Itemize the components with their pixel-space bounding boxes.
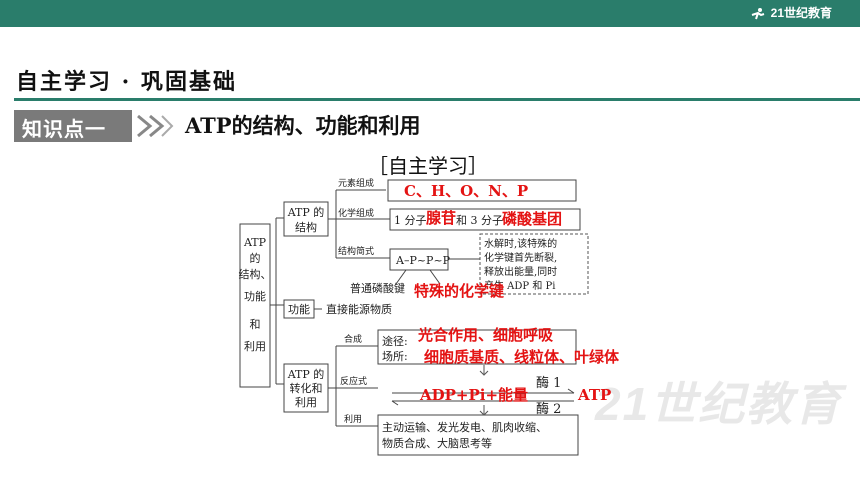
- section-divider: [14, 98, 860, 101]
- conversion-box-line-2: 转化和: [290, 381, 323, 395]
- answer-special-bond: 特殊的化学键: [414, 282, 504, 300]
- chem-part-2: 和 3 分子: [456, 214, 503, 227]
- function-box-label: 功能: [288, 302, 310, 316]
- structure-box-line-1: ATP 的: [287, 205, 325, 219]
- branch-formula: 结构简式: [338, 245, 374, 257]
- use-line-1: 主动运输、发光发电、肌肉收缩、: [382, 420, 547, 434]
- branch-reaction: 反应式: [340, 375, 367, 387]
- note-line-2: 化学键首先断裂,: [484, 251, 557, 264]
- answer-product: ATP: [577, 386, 611, 404]
- knowledge-point-title: ATP的结构、功能和利用: [185, 113, 421, 138]
- route-label: 途径:: [382, 334, 408, 348]
- ordinary-bond-label: 普通磷酸键: [350, 281, 405, 295]
- answer-route: 光合作用、细胞呼吸: [417, 326, 554, 344]
- answer-phosphate: 磷酸基团: [502, 210, 562, 228]
- enzyme-1-label: 酶 1: [536, 375, 561, 391]
- self-study-subtitle: ［自主学习］: [368, 154, 488, 178]
- answer-reactants: ADP+Pi+能量: [419, 386, 528, 404]
- knowledge-point-label: 知识点一: [22, 117, 106, 141]
- conversion-box-line-1: ATP 的: [287, 367, 325, 381]
- use-line-2: 物质合成、大脑思考等: [382, 436, 492, 450]
- site-label: 场所:: [382, 349, 408, 363]
- root-line-2: 的: [250, 251, 261, 265]
- note-line-4: 产生 ADP 和 Pi: [484, 279, 555, 292]
- function-text: 直接能源物质: [326, 302, 392, 316]
- root-line-5: 和: [250, 318, 261, 331]
- note-line-1: 水解时,该特殊的: [484, 237, 557, 250]
- answer-adenosine: 腺苷: [426, 209, 456, 227]
- root-line-4: 功能: [244, 289, 266, 303]
- site-logo: 21世纪教育: [749, 3, 832, 23]
- conversion-box-line-3: 利用: [295, 396, 317, 409]
- chem-part-1: 1 分子: [394, 214, 427, 227]
- enzyme-2-label: 酶 2: [536, 401, 561, 417]
- branch-chemical: 化学组成: [338, 207, 374, 219]
- knowledge-point-banner: [14, 110, 132, 142]
- structural-formula: A–P~P~P: [395, 254, 451, 267]
- root-line-1: ATP: [243, 236, 267, 249]
- answer-site: 细胞质基质、线粒体、叶绿体: [424, 348, 620, 366]
- branch-synthesis: 合成: [344, 333, 362, 345]
- note-line-3: 释放出能量,同时: [484, 265, 557, 278]
- answer-elements: C、H、O、N、P: [404, 182, 528, 200]
- structure-box-line-2: 结构: [295, 220, 317, 234]
- section-title: 自主学习 · 巩固基础: [16, 69, 237, 95]
- top-bar: [0, 0, 860, 27]
- root-line-6: 利用: [244, 340, 266, 353]
- branch-use: 利用: [344, 413, 362, 425]
- branch-elements: 元素组成: [338, 177, 374, 189]
- runner-logo-icon: [751, 7, 765, 20]
- watermark: 21世纪教育: [595, 378, 843, 430]
- double-chevron-icon: [137, 114, 174, 138]
- root-line-3: 结构、: [239, 267, 272, 281]
- logo-text: 21世纪教育: [770, 6, 832, 20]
